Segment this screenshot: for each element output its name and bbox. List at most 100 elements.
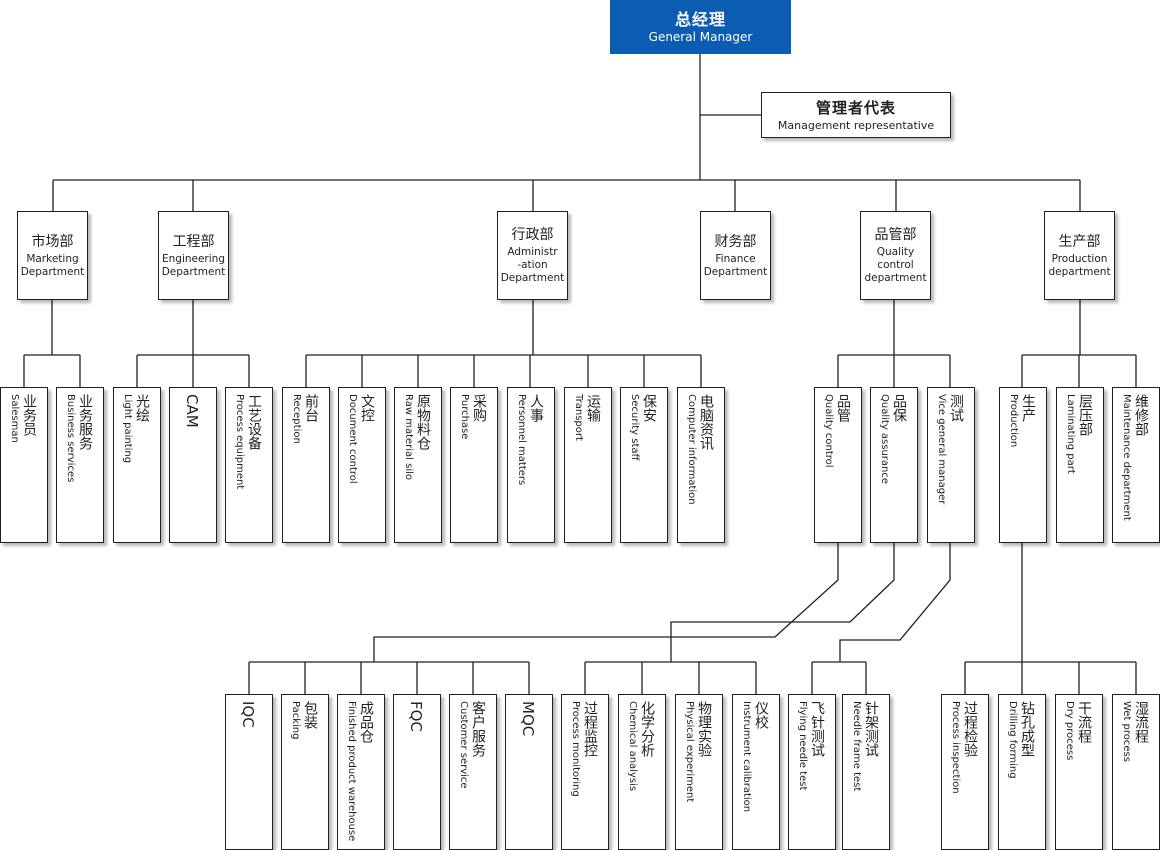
- unit-label-en: Vice general manager: [936, 394, 947, 505]
- unit-label-zh: 干流程: [1076, 701, 1092, 743]
- unit-label-en: Needle frame test: [851, 701, 862, 792]
- unit-label-en: Computer information: [686, 394, 697, 505]
- unit-iqc: IQC: [225, 694, 273, 850]
- unit-label-zh: 品保: [891, 394, 907, 422]
- dept-label-zh: 品管部: [874, 227, 917, 243]
- unit-label-en: Purchase: [459, 394, 470, 440]
- unit-label-zh: IQC: [239, 701, 257, 728]
- connector-engineering-units: [136, 300, 250, 387]
- connector-qa-subunits: [584, 542, 895, 694]
- unit-label-en: Quality assurance: [879, 394, 890, 485]
- dept-label-en: Administr -ation Department: [500, 246, 565, 284]
- unit-cam: CAM: [169, 387, 217, 543]
- unit-label-zh: 电脑资讯: [698, 394, 714, 450]
- unit-label-zh: 过程监控: [582, 701, 598, 757]
- dept-label-en: Engineering Department: [161, 252, 226, 278]
- unit-label-zh: 原物料仓: [415, 394, 431, 450]
- unit-label-zh: 过程检验: [962, 701, 978, 757]
- unit-label-en: Packing: [290, 701, 301, 740]
- unit-label-zh: 人事: [528, 394, 544, 422]
- general-manager-zh: 总经理: [674, 9, 726, 29]
- dept-engineering: 工程部 Engineering Department: [158, 211, 229, 300]
- unit-label-en: Production: [1008, 394, 1019, 448]
- unit-label-en: Physical experiment: [684, 701, 695, 803]
- dept-administration: 行政部 Administr -ation Department: [497, 211, 568, 300]
- unit-label-zh: 前台: [303, 394, 319, 422]
- unit-label-zh: 钻孔成型: [1019, 701, 1035, 757]
- unit-label-zh: 采购: [471, 394, 487, 422]
- unit-label-en: Transport: [573, 394, 584, 441]
- general-manager-en: General Manager: [648, 29, 753, 44]
- unit-label-zh: 业务服务: [77, 394, 93, 450]
- unit-label-zh: 客户服务: [470, 701, 486, 757]
- unit-label-zh: 成品仓: [358, 701, 374, 743]
- connector-production-subunits: [964, 542, 1137, 694]
- unit-label-en: Reception: [291, 394, 302, 444]
- dept-quality: 品管部 Quality control department: [860, 211, 931, 300]
- unit-label-zh: 文控: [359, 394, 375, 422]
- unit-label-en: Process monitoring: [570, 701, 581, 797]
- unit-label-en: Finished product warehouse: [346, 701, 357, 842]
- management-rep-en: Management representative: [777, 118, 935, 132]
- unit-label-zh: 业务员: [21, 394, 37, 436]
- unit-label-zh: 维修部: [1133, 394, 1149, 436]
- unit-label-en: Light painting: [122, 394, 133, 464]
- dept-marketing: 市场部 Marketing Department: [17, 211, 88, 300]
- unit-label-zh: 包装: [302, 701, 318, 729]
- unit-label-zh: MQC: [519, 701, 537, 737]
- dept-label-zh: 市场部: [31, 233, 74, 250]
- connector-dept-bus: [52, 179, 1081, 211]
- unit-label-zh: 光绘: [134, 394, 150, 422]
- unit-fqc: FQC: [393, 694, 441, 850]
- unit-label-zh: 物理实验: [696, 701, 712, 757]
- unit-label-en: Maintenance department: [1121, 394, 1132, 521]
- unit-label-en: Wet process: [1121, 701, 1132, 762]
- unit-label-en: Dry process: [1064, 701, 1075, 761]
- unit-label-zh: 品管: [835, 394, 851, 422]
- unit-label-en: Security staff: [629, 394, 640, 461]
- unit-label-en: Drilling forming: [1007, 701, 1018, 779]
- unit-label-zh: 层压部: [1077, 394, 1093, 436]
- unit-label-zh: 工艺设备: [246, 394, 262, 450]
- unit-label-en: Salesman: [9, 394, 20, 443]
- dept-label-en: Quality control department: [864, 246, 927, 284]
- unit-mqc: MQC: [505, 694, 553, 850]
- connector-testing-subunits: [811, 542, 951, 694]
- unit-label-zh: CAM: [183, 394, 201, 428]
- unit-label-en: Customer service: [458, 701, 469, 789]
- unit-label-en: Laminating part: [1065, 394, 1076, 474]
- unit-label-en: Raw material silo: [403, 394, 414, 481]
- management-rep-box: 管理者代表 Management representative: [761, 92, 951, 138]
- dept-label-en: Marketing Department: [20, 252, 85, 278]
- unit-label-zh: 化学分析: [639, 701, 655, 757]
- dept-finance: 财务部 Finance Department: [700, 211, 771, 300]
- unit-label-zh: 湿流程: [1133, 701, 1149, 743]
- unit-label-zh: 测试: [948, 394, 964, 422]
